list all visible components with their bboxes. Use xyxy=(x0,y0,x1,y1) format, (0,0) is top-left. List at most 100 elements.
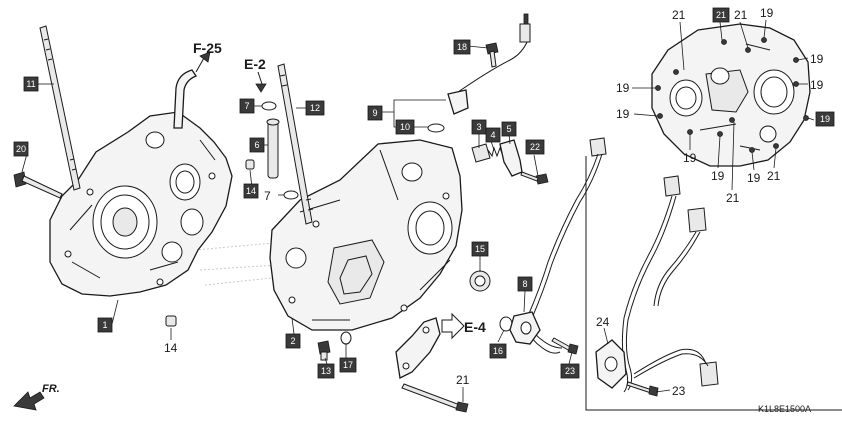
svg-text:23: 23 xyxy=(565,366,575,376)
left-crankcase xyxy=(49,111,233,297)
callout-13[interactable]: 13 xyxy=(317,363,335,379)
ref-e2[interactable]: E-2 xyxy=(244,56,266,72)
sealing-washer-17 xyxy=(340,331,352,345)
callout-15[interactable]: 15 xyxy=(471,241,489,257)
svg-text:22: 22 xyxy=(530,142,540,152)
inset-crankcase-view xyxy=(651,23,811,167)
svg-text:7: 7 xyxy=(264,189,271,203)
label-19-inset-r1[interactable]: 19 xyxy=(810,52,824,66)
callout-6[interactable]: 6 xyxy=(249,137,265,153)
svg-text:19: 19 xyxy=(747,171,761,185)
drain-bolt-13 xyxy=(317,340,331,361)
oil-seal-15 xyxy=(469,270,491,292)
f25-arrow xyxy=(195,51,211,73)
svg-text:19: 19 xyxy=(711,169,725,183)
label-21-inset-b4[interactable]: 21 xyxy=(767,169,781,183)
callout-9[interactable]: 9 xyxy=(367,105,383,121)
svg-text:1: 1 xyxy=(102,320,107,330)
o-ring-10 xyxy=(427,123,445,133)
callout-10[interactable]: 10 xyxy=(395,119,415,135)
label-19-inset-top[interactable]: 19 xyxy=(760,6,774,20)
callout-11[interactable]: 11 xyxy=(23,76,39,92)
callout-2[interactable]: 2 xyxy=(285,333,301,349)
label-19-inset-b2[interactable]: 19 xyxy=(711,169,725,183)
svg-text:13: 13 xyxy=(321,366,331,376)
e4-arrow xyxy=(441,312,465,340)
label-24[interactable]: 24 xyxy=(596,315,610,329)
label-14-bottom[interactable]: 14 xyxy=(164,341,178,355)
ref-e4[interactable]: E-4 xyxy=(464,319,486,335)
svg-text:21: 21 xyxy=(726,191,740,205)
svg-text:19: 19 xyxy=(810,52,824,66)
callout-1[interactable]: 1 xyxy=(97,317,113,333)
callout-22[interactable]: 22 xyxy=(525,139,545,155)
svg-text:19: 19 xyxy=(683,151,697,165)
callout-14-left[interactable]: 14 xyxy=(243,183,259,199)
svg-text:19: 19 xyxy=(616,81,630,95)
svg-text:16: 16 xyxy=(493,346,503,356)
label-19-inset-b3[interactable]: 19 xyxy=(747,171,761,185)
label-21-inset-b5[interactable]: 21 xyxy=(726,191,740,205)
label-19-inset-l1[interactable]: 19 xyxy=(616,81,630,95)
bolt-18 xyxy=(485,42,499,68)
contact-5 xyxy=(499,139,523,177)
svg-text:21: 21 xyxy=(767,169,781,183)
svg-text:19: 19 xyxy=(820,114,830,124)
svg-text:FR.: FR. xyxy=(42,383,60,395)
svg-text:18: 18 xyxy=(457,42,467,52)
svg-text:11: 11 xyxy=(26,79,35,89)
callout-4[interactable]: 4 xyxy=(485,127,501,143)
svg-text:23: 23 xyxy=(672,384,686,398)
svg-text:15: 15 xyxy=(475,244,485,254)
label-7-lower[interactable]: 7 xyxy=(264,189,271,203)
svg-text:21: 21 xyxy=(734,8,748,22)
svg-text:2: 2 xyxy=(290,336,295,346)
callout-3[interactable]: 3 xyxy=(471,119,487,135)
svg-text:4: 4 xyxy=(490,130,495,140)
callout-23-left[interactable]: 23 xyxy=(560,363,580,379)
cover-plate xyxy=(395,317,441,379)
svg-text:3: 3 xyxy=(476,122,481,132)
harness-bracket-outline xyxy=(585,156,842,411)
callout-12[interactable]: 12 xyxy=(305,100,325,116)
callout-8[interactable]: 8 xyxy=(517,276,533,292)
callout-21-box-inset[interactable]: 21 xyxy=(712,7,730,23)
callout-20[interactable]: 20 xyxy=(13,141,29,157)
right-crankcase xyxy=(269,139,463,331)
front-direction-arrow xyxy=(13,391,45,411)
svg-text:19: 19 xyxy=(616,107,630,121)
svg-text:7: 7 xyxy=(244,101,249,111)
sensor-harness-8 xyxy=(509,137,607,354)
callout-16[interactable]: 16 xyxy=(489,343,507,359)
svg-text:17: 17 xyxy=(343,360,353,370)
svg-text:F-25: F-25 xyxy=(193,40,222,56)
svg-text:24: 24 xyxy=(596,315,610,329)
svg-text:12: 12 xyxy=(310,103,320,113)
breather-tube xyxy=(173,69,197,129)
svg-text:10: 10 xyxy=(400,122,410,132)
label-23-right[interactable]: 23 xyxy=(672,384,686,398)
ref-f25[interactable]: F-25 xyxy=(193,40,222,56)
dowel-pin-14-a xyxy=(165,315,177,327)
label-19-inset-r2[interactable]: 19 xyxy=(810,78,824,92)
callout-19-box-inset[interactable]: 19 xyxy=(815,111,835,127)
label-19-inset-l2[interactable]: 19 xyxy=(616,107,630,121)
svg-text:20: 20 xyxy=(16,144,26,154)
label-21-inset-a[interactable]: 21 xyxy=(672,8,686,22)
label-19-inset-b1[interactable]: 19 xyxy=(683,151,697,165)
front-direction-label: FR. xyxy=(42,383,60,395)
label-21-bottom[interactable]: 21 xyxy=(456,373,470,387)
svg-text:14: 14 xyxy=(164,341,178,355)
svg-text:21: 21 xyxy=(672,8,686,22)
svg-text:19: 19 xyxy=(760,6,774,20)
callout-18[interactable]: 18 xyxy=(453,39,471,55)
o-ring-7-lower xyxy=(283,190,299,200)
o-ring-7-upper xyxy=(261,101,277,111)
label-21-inset-b[interactable]: 21 xyxy=(734,8,748,22)
callout-17[interactable]: 17 xyxy=(339,357,357,373)
diagram-code: K1L8E1500A xyxy=(758,404,811,414)
callout-5[interactable]: 5 xyxy=(501,121,517,137)
oil-pipe-6 xyxy=(266,118,280,179)
callout-7-upper[interactable]: 7 xyxy=(239,98,255,114)
